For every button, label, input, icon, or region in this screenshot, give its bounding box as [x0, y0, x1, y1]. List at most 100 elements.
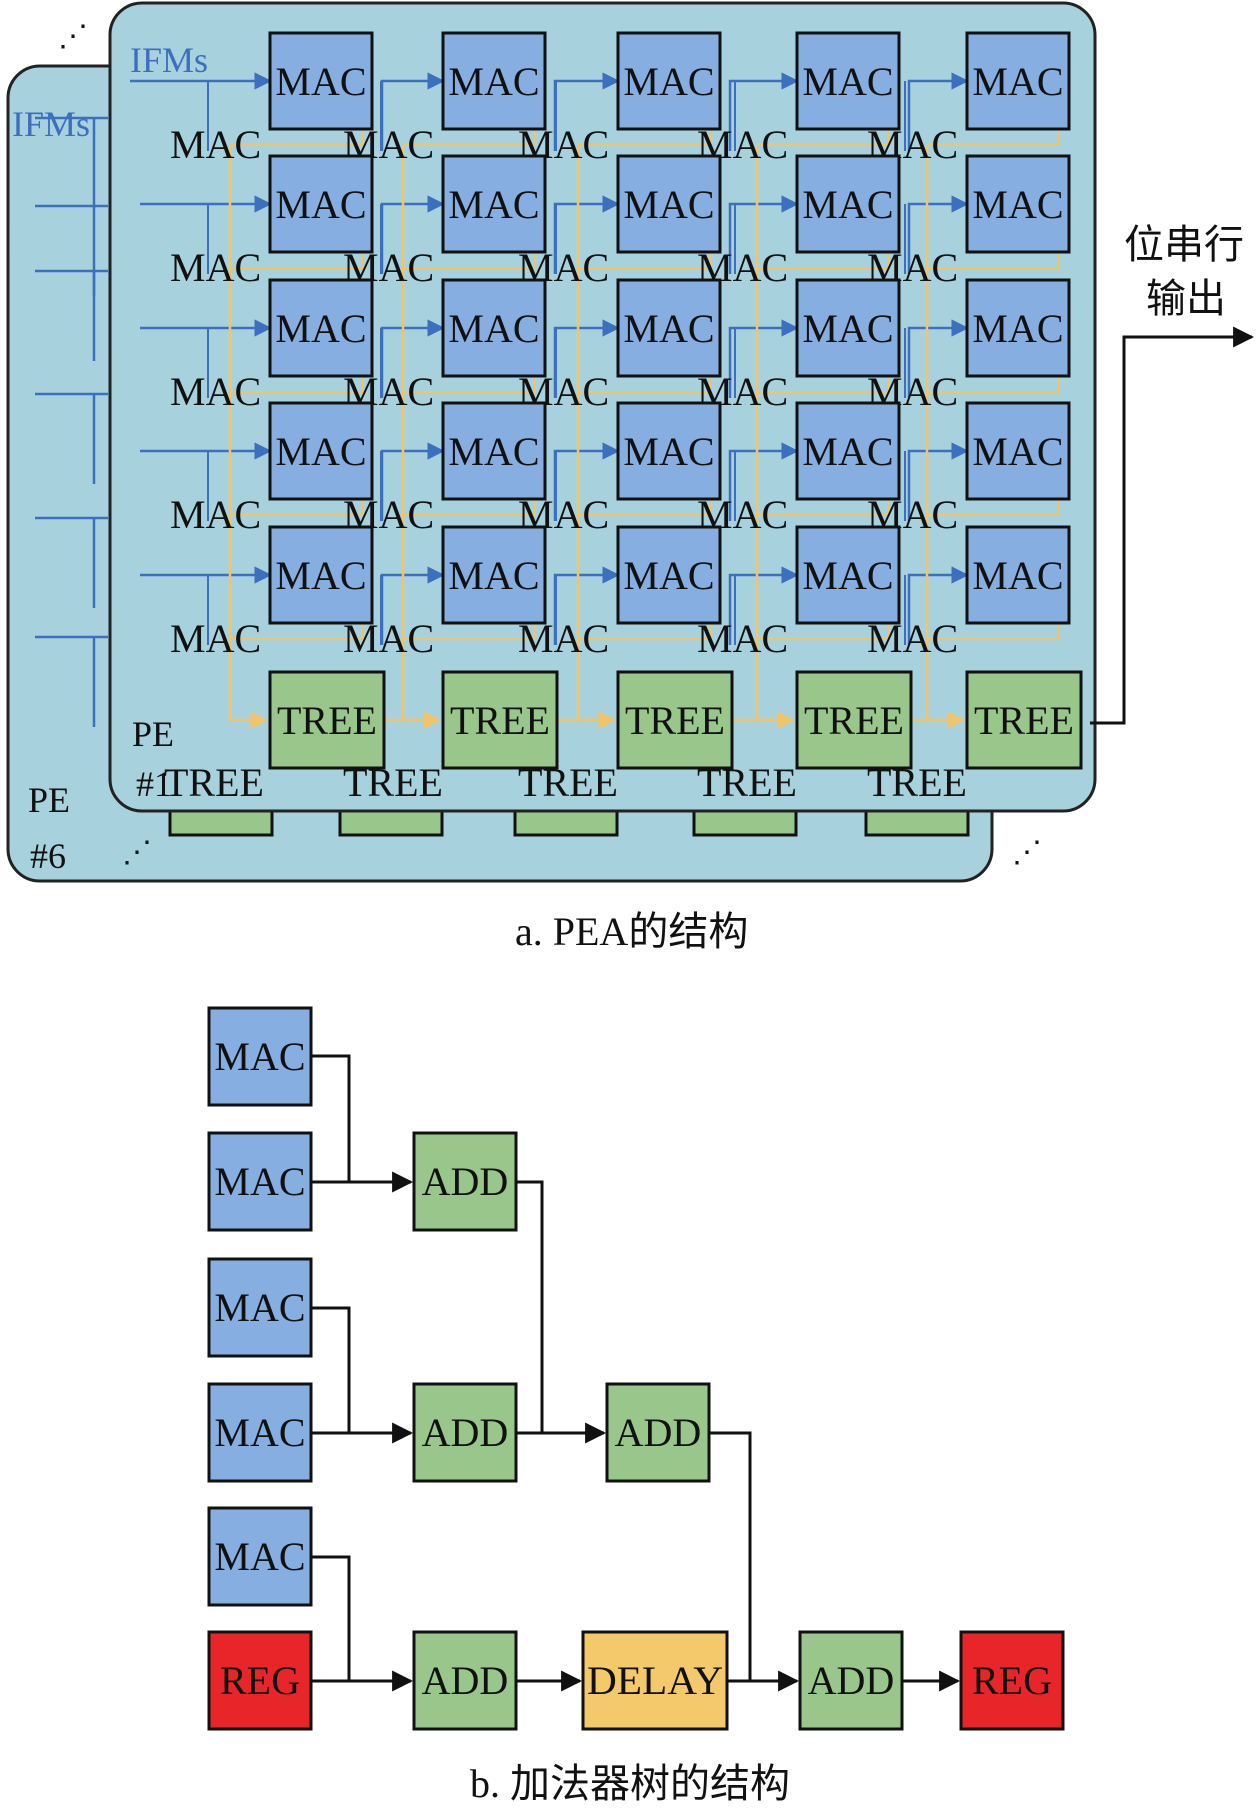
svg-text:ADD: ADD: [422, 1410, 509, 1455]
add-stage1-bottom: ADD: [412, 1630, 518, 1731]
mac-label: MAC: [448, 553, 539, 598]
mac-output-line-r3-c3: [578, 376, 711, 393]
tree-c5: TREE: [965, 670, 1083, 770]
svg-text:ADD: ADD: [422, 1159, 509, 1204]
pe-6-ifm-lines: [35, 116, 108, 727]
adder-mac-5: MAC: [207, 1506, 313, 1607]
mac-label: MAC: [972, 59, 1063, 104]
pe-1-mac-array: MAC MAC MAC MAC MAC MAC MAC MAC MAC MAC MAC MAC MAC M…: [268, 31, 1071, 625]
mac-r5-c5: MAC: [965, 525, 1071, 625]
tree-c2: TREE: [441, 670, 559, 770]
mac-r1-c3: MAC: [616, 31, 722, 131]
mac-r4-c2: MAC: [441, 401, 547, 501]
svg-text:REG: REG: [972, 1658, 1052, 1703]
mac-label: MAC: [623, 553, 714, 598]
ghost-mac-label-r2-c1: MAC: [170, 245, 261, 290]
mac-output-line-r3-c5: [927, 376, 1060, 393]
mac-r1-c2: MAC: [441, 31, 547, 131]
mac-r3-c4: MAC: [795, 278, 901, 378]
ghost-mac-label-r3-c1: MAC: [170, 369, 261, 414]
mac-r3-c2: MAC: [441, 278, 547, 378]
pe-1-number: #1: [136, 764, 172, 804]
svg-text:MAC: MAC: [214, 1034, 305, 1079]
stack-dots-top: ⋰: [58, 20, 88, 53]
ifm-line-r4-c5: [907, 442, 969, 521]
adder-tree-structure: MAC MAC MAC MAC MAC REG ADD: [207, 1006, 1065, 1806]
ifm-line-r5-c4: [728, 566, 799, 645]
ghost-mac-label-r5-c1: MAC: [170, 616, 261, 661]
mac-label: MAC: [623, 59, 714, 104]
mac-output-line-r1-c5: [927, 129, 1060, 146]
stack-dots-bottom-left: ⋰: [122, 836, 152, 869]
mac-r2-c4: MAC: [795, 154, 901, 254]
mac-r4-c3: MAC: [616, 401, 722, 501]
add-stage1-top: ADD: [412, 1131, 518, 1232]
mac-r5-c3: MAC: [616, 525, 722, 625]
ifm-line-r3-c5: [907, 319, 969, 398]
mac-output-line-r5-c2: [403, 623, 536, 640]
mac-r1-c5: MAC: [965, 31, 1071, 131]
mac-output-line-r5-c3: [578, 623, 711, 640]
svg-text:ADD: ADD: [615, 1410, 702, 1455]
mac-output-line-r2-c3: [578, 252, 711, 269]
add-final: ADD: [798, 1630, 904, 1731]
ifm-line-r3-c4: [728, 319, 799, 398]
mac-label: MAC: [802, 59, 893, 104]
adder-tree-caption: b. 加法器树的结构: [470, 1761, 790, 1806]
mac-r2-c1: MAC: [268, 154, 374, 254]
pe-6-number: #6: [30, 836, 66, 876]
tree-label: TREE: [450, 698, 550, 743]
mac-label: MAC: [623, 182, 714, 227]
mac-output-line-r2-c4: [757, 252, 890, 269]
svg-text:MAC: MAC: [214, 1159, 305, 1204]
mac-r5-c1: MAC: [268, 525, 374, 625]
tree-label: TREE: [625, 698, 725, 743]
reg-output: REG: [959, 1630, 1065, 1731]
mac-r3-c3: MAC: [616, 278, 722, 378]
pe-6-tree-stub: [513, 809, 619, 837]
mac-label: MAC: [448, 59, 539, 104]
mac-r2-c5: MAC: [965, 154, 1071, 254]
pe-1-wiring: [130, 72, 1060, 729]
ghost-mac-label-r4-c1: MAC: [170, 492, 261, 537]
mac-label: MAC: [448, 306, 539, 351]
svg-text:ADD: ADD: [422, 1658, 509, 1703]
mac-r5-c2: MAC: [441, 525, 547, 625]
mac-label: MAC: [623, 429, 714, 474]
add-stage1-middle: ADD: [412, 1382, 518, 1483]
mac-r1-c4: MAC: [795, 31, 901, 131]
mac-output-line-r2-c2: [403, 252, 536, 269]
mac-output-line-r4-c5: [927, 499, 1060, 516]
adder-mac-2: MAC: [207, 1131, 313, 1232]
mac-label: MAC: [802, 306, 893, 351]
mac-label: MAC: [972, 429, 1063, 474]
mac-label: MAC: [275, 59, 366, 104]
tree-c3: TREE: [616, 670, 734, 770]
mac-label: MAC: [448, 429, 539, 474]
mac-label: MAC: [275, 553, 366, 598]
delay-box: DELAY: [581, 1630, 729, 1731]
mac-r4-c5: MAC: [965, 401, 1071, 501]
mac-output-line-r4-c1: [230, 499, 363, 516]
mac-output-line-r4-c2: [403, 499, 536, 516]
adder-mac-3: MAC: [207, 1257, 313, 1358]
pe-6-tree-stub: [338, 809, 444, 837]
svg-text:DELAY: DELAY: [587, 1658, 723, 1703]
pe-6-tree-stub: [692, 809, 798, 837]
pe-6-tree-stubs: [168, 809, 970, 837]
mac-label: MAC: [802, 553, 893, 598]
adder-mac-4: MAC: [207, 1382, 313, 1483]
mac-output-line-r5-c4: [757, 623, 890, 640]
mac-label: MAC: [972, 182, 1063, 227]
mac-r5-c4: MAC: [795, 525, 901, 625]
mac-r4-c4: MAC: [795, 401, 901, 501]
mac-output-line-r5-c5: [927, 623, 1060, 640]
ifm-line-r1-c4: [728, 72, 799, 151]
mac-label: MAC: [623, 306, 714, 351]
mac-label: MAC: [448, 182, 539, 227]
ghost-tree-label-c1: TREE: [164, 760, 264, 805]
adder-tree-wiring: [311, 1054, 961, 1692]
